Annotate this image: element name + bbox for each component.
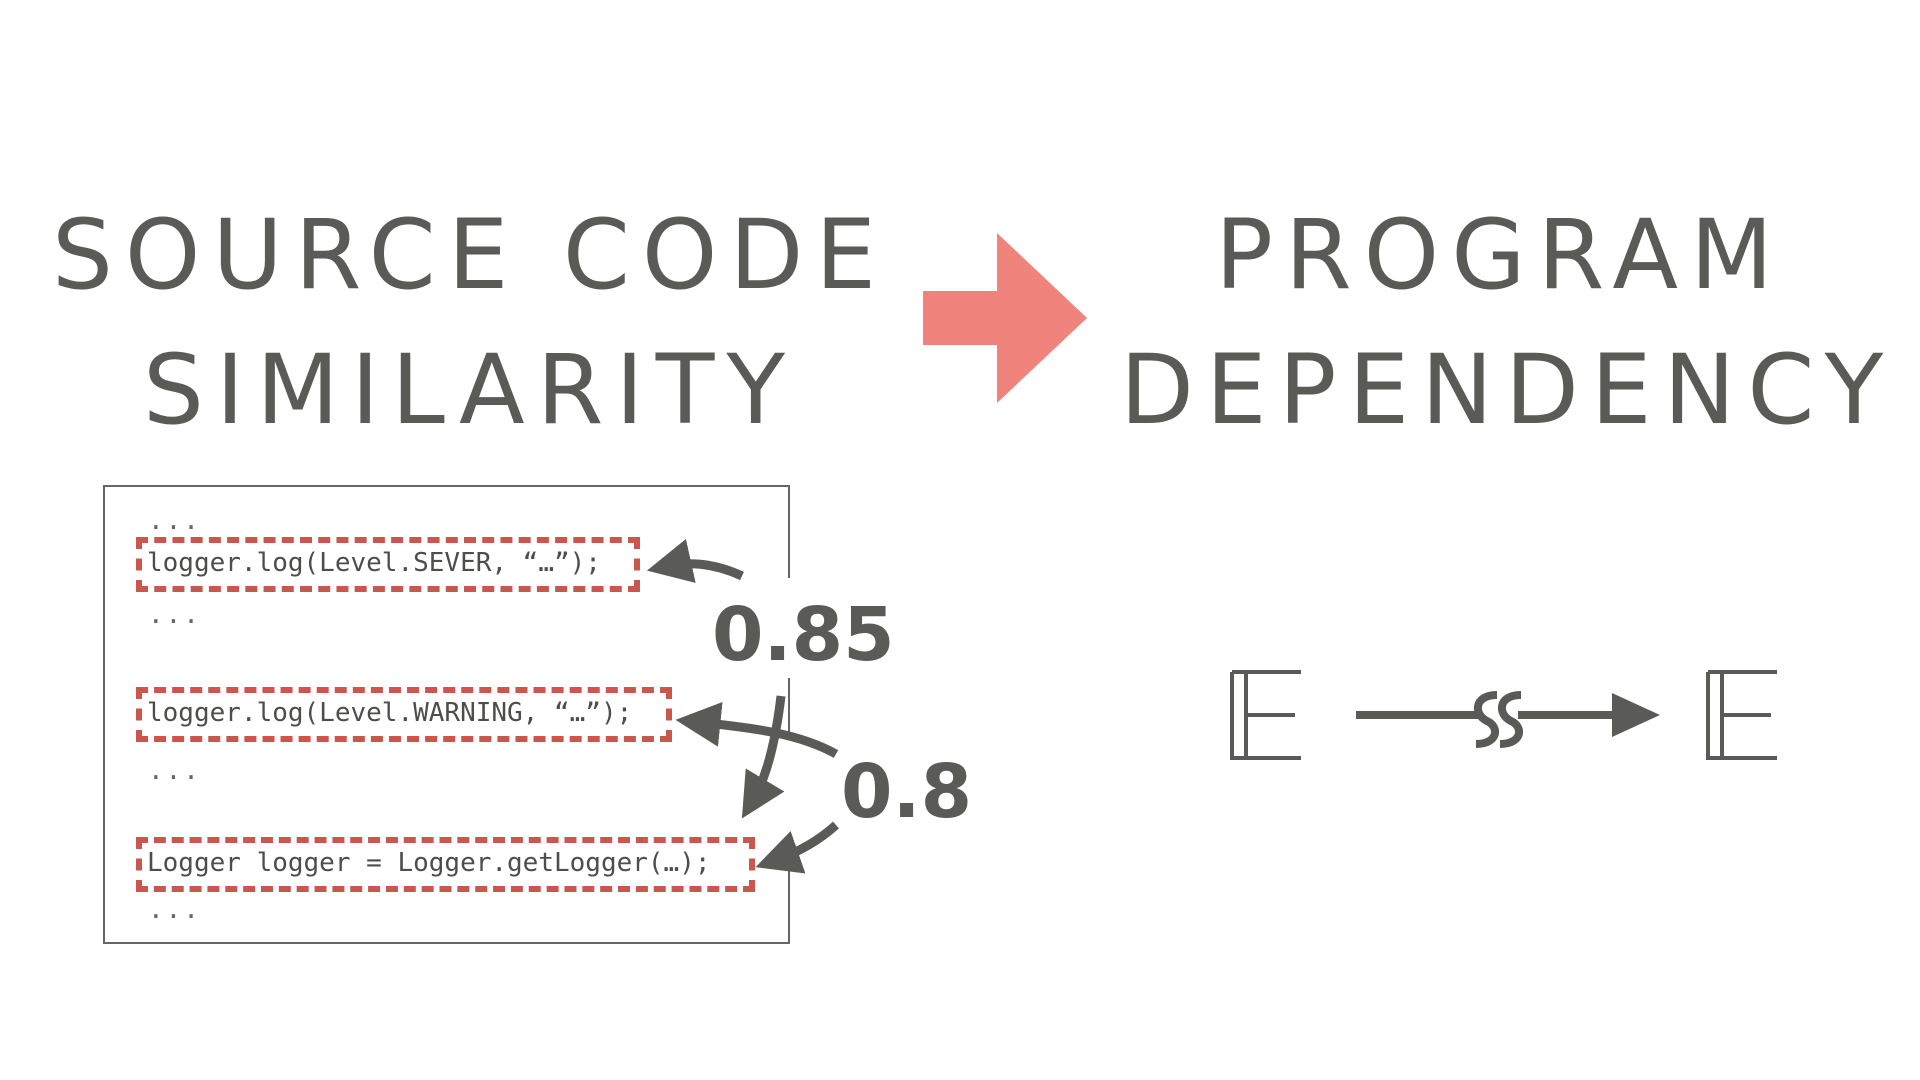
double-struck-e-icon — [1706, 670, 1777, 760]
code-line-3: Logger logger = Logger.getLogger(…); — [147, 848, 711, 878]
left-heading-line2: SIMILARITY — [142, 334, 798, 446]
dependency-diagram — [1230, 670, 1777, 760]
code-line-2: logger.log(Level.WARNING, “…”); — [147, 698, 633, 728]
similarity-score-b: 0.8 — [841, 749, 973, 835]
code-ellipsis: ... — [148, 506, 201, 536]
code-ellipsis: ... — [148, 756, 201, 786]
highlight-box-line1 — [136, 537, 640, 592]
code-line-1: logger.log(Level.SEVER, “…”); — [147, 548, 601, 578]
highlight-box-line2 — [136, 687, 672, 742]
right-heading-line1: PROGRAM — [1215, 199, 1785, 311]
right-heading-line2: DEPENDENCY — [1120, 334, 1896, 446]
right-arrow-icon — [923, 233, 1087, 403]
similarity-score-a: 0.85 — [712, 592, 895, 678]
code-ellipsis: ... — [148, 600, 201, 630]
double-struck-e-icon — [1230, 670, 1301, 760]
left-heading-line1: SOURCE CODE — [51, 199, 889, 311]
highlight-box-line3 — [136, 837, 755, 892]
broken-arrow-icon — [1356, 691, 1660, 748]
code-panel — [103, 485, 790, 944]
code-ellipsis: ... — [148, 895, 201, 925]
